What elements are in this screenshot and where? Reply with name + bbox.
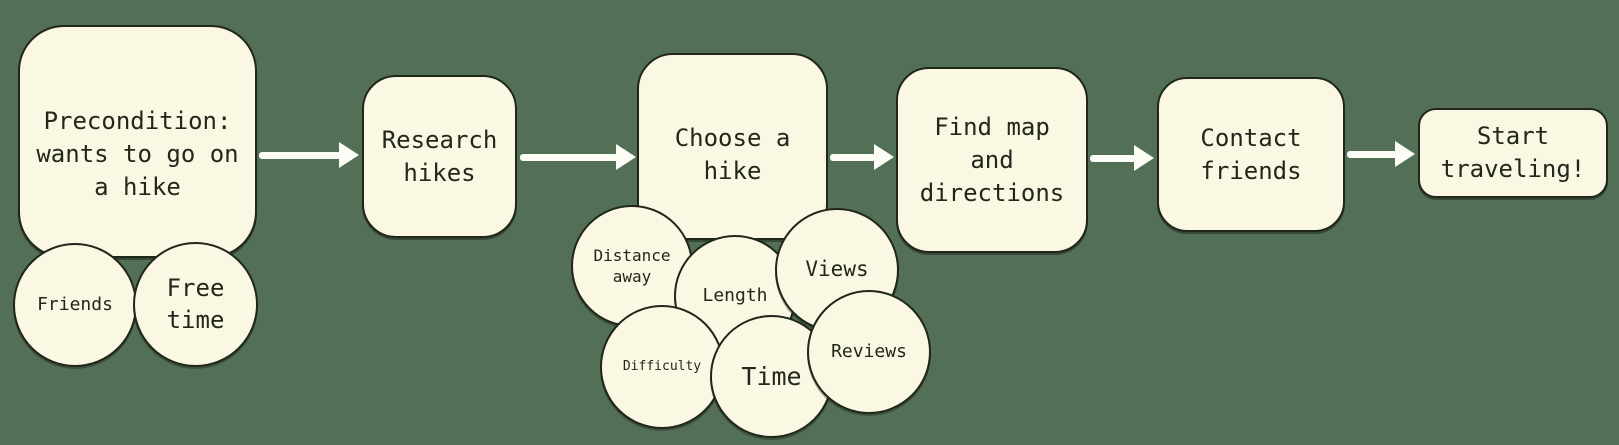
- node-find-map-directions-line: Find map: [934, 112, 1050, 141]
- node-precondition-line: wants to go on: [36, 140, 239, 168]
- bubble-reviews[interactable]: Reviews: [807, 290, 931, 414]
- arrow-shaft: [520, 153, 618, 161]
- flow-arrow-contact-start: [1347, 141, 1415, 167]
- node-choose-a-hike-line: hike: [703, 157, 762, 185]
- node-start-traveling-line: traveling!: [1440, 155, 1586, 183]
- bubble-time-label: Time: [741, 362, 802, 391]
- node-research-hikes[interactable]: Research hikes: [362, 75, 517, 238]
- bubble-reviews-label: Reviews: [831, 341, 907, 363]
- flow-arrow-research-choose: [520, 144, 636, 170]
- bubble-distance-away[interactable]: Distance away: [571, 205, 693, 327]
- arrow-head-icon: [1395, 141, 1415, 167]
- bubble-length-label: Length: [702, 285, 768, 307]
- bubble-free-time-label: time: [166, 305, 225, 334]
- node-choose-a-hike[interactable]: Choose a hike: [637, 53, 828, 240]
- node-start-traveling[interactable]: Start traveling!: [1418, 108, 1608, 198]
- bubble-friends[interactable]: Friends: [13, 243, 137, 367]
- node-research-hikes-line: hikes: [403, 158, 476, 187]
- arrow-head-icon: [1134, 145, 1154, 171]
- bubble-difficulty-label: Difficulty: [622, 359, 702, 375]
- node-choose-a-hike-line: Choose a: [674, 124, 791, 152]
- bubble-difficulty[interactable]: Difficulty: [600, 305, 724, 429]
- arrow-shaft: [259, 151, 341, 159]
- flow-arrow-precondition-research: [259, 142, 359, 168]
- arrow-shaft: [1347, 150, 1397, 158]
- bubble-free-time-label: Free: [166, 273, 225, 302]
- flow-arrow-findmap-contact: [1090, 145, 1154, 171]
- flow-arrow-choose-findmap: [830, 144, 894, 170]
- arrow-shaft: [1090, 154, 1136, 162]
- node-contact-friends-line: Contact: [1200, 123, 1302, 152]
- node-precondition-line: a hike: [94, 173, 181, 201]
- bubble-friends-label: Friends: [37, 294, 113, 316]
- node-find-map-directions-line: and: [970, 145, 1014, 174]
- node-find-map-directions-line: directions: [919, 178, 1065, 207]
- node-precondition[interactable]: Precondition: wants to go on a hike: [18, 25, 257, 258]
- arrow-head-icon: [874, 144, 894, 170]
- node-contact-friends[interactable]: Contact friends: [1157, 77, 1345, 232]
- node-precondition-line: Precondition:: [43, 107, 232, 135]
- node-research-hikes-line: Research: [381, 125, 498, 154]
- node-start-traveling-line: Start: [1476, 122, 1550, 150]
- arrow-head-icon: [616, 144, 636, 170]
- arrow-head-icon: [339, 142, 359, 168]
- bubble-distance-away-label: away: [612, 267, 652, 286]
- node-find-map-directions[interactable]: Find map and directions: [896, 67, 1088, 253]
- bubble-views-label: Views: [805, 257, 869, 282]
- bubble-free-time[interactable]: Free time: [133, 242, 258, 367]
- node-contact-friends-line: friends: [1200, 156, 1302, 185]
- arrow-shaft: [830, 153, 876, 161]
- bubble-distance-away-label: Distance: [593, 245, 671, 265]
